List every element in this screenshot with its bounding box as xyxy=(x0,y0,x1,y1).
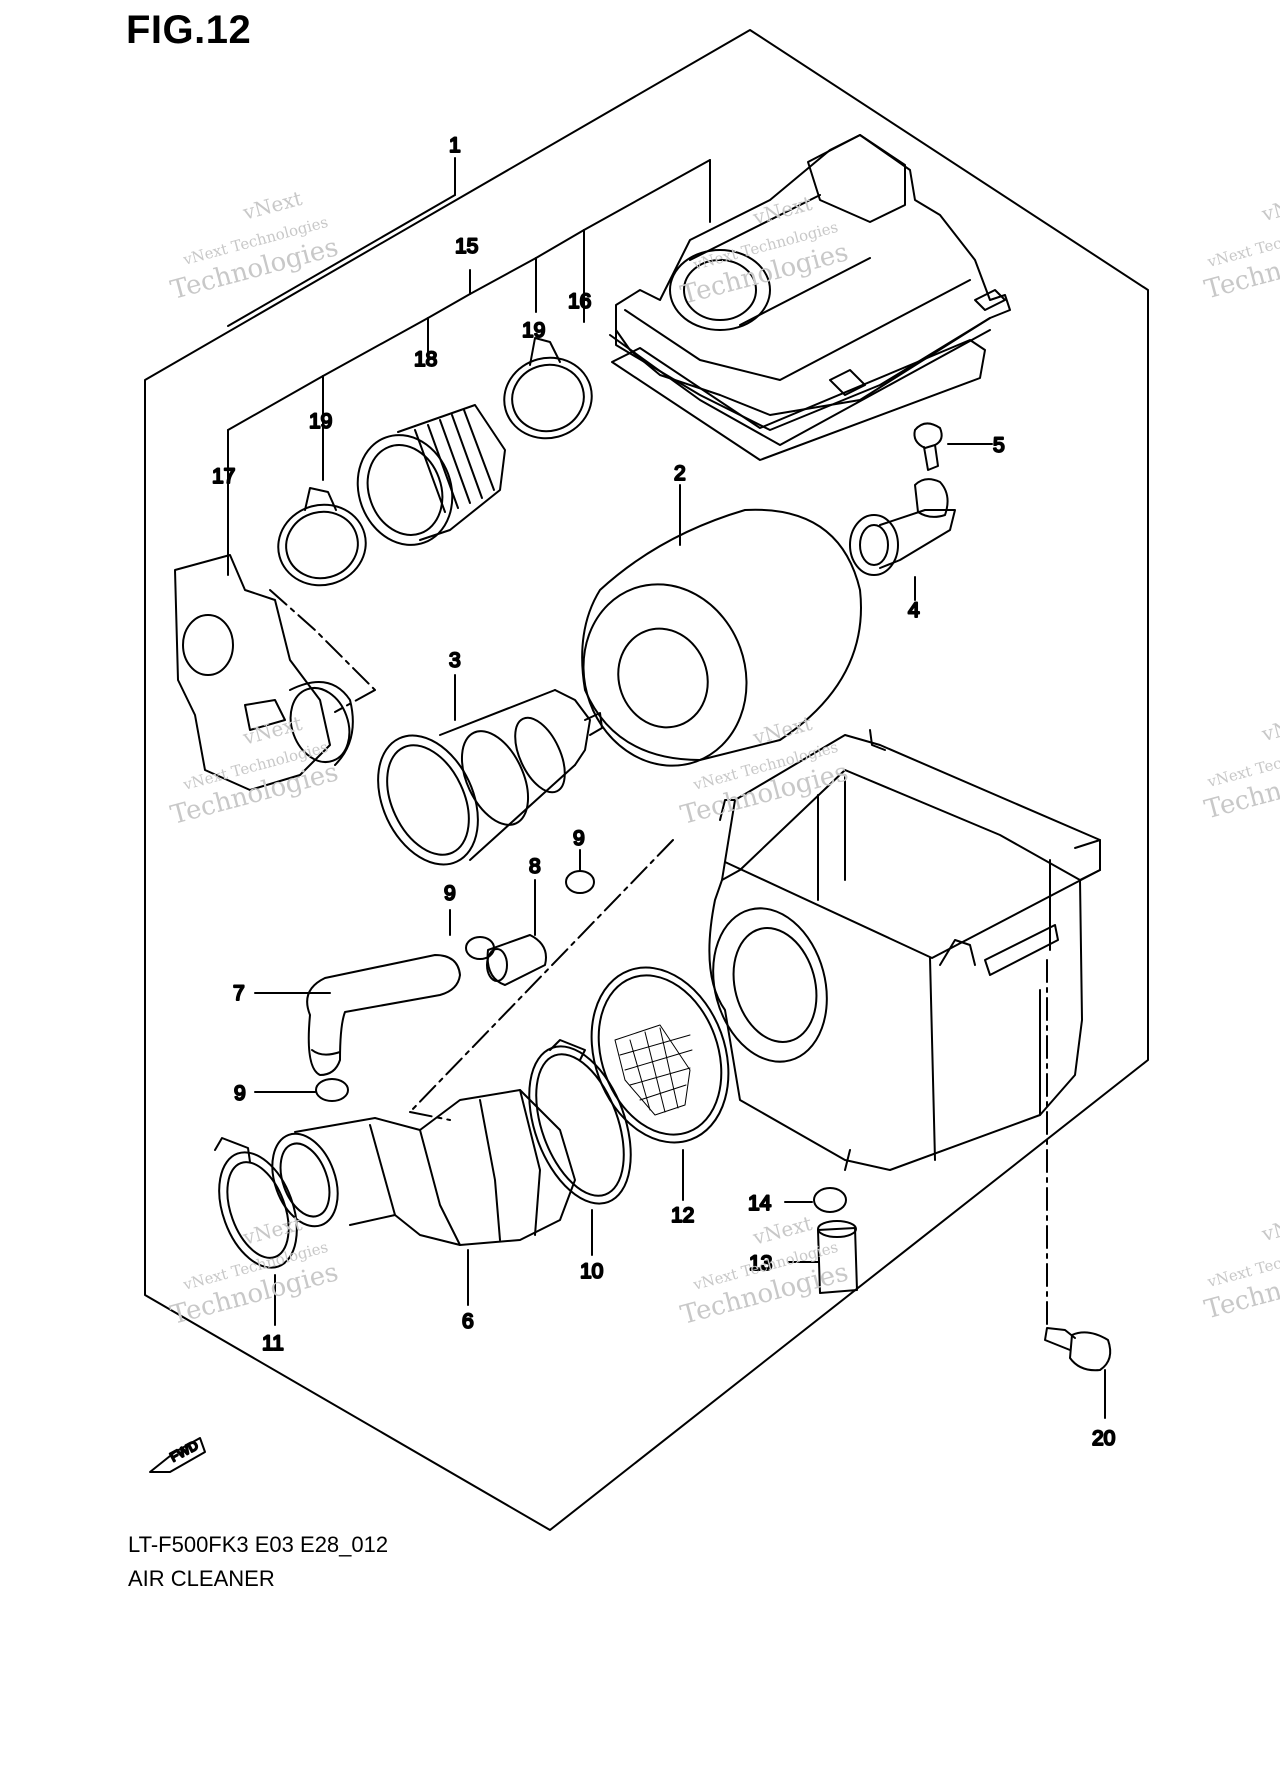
callout-6: 6 xyxy=(462,1310,474,1333)
callout-13: 13 xyxy=(749,1252,772,1275)
callout-9-upper: 9 xyxy=(573,827,585,850)
part-20-bolt xyxy=(1044,1327,1112,1372)
connector-dash-cage-joint xyxy=(409,839,674,1121)
callout-10: 10 xyxy=(580,1260,603,1283)
air-cleaner-case xyxy=(708,729,1101,1171)
callout-5: 5 xyxy=(993,434,1005,457)
callout-19-upper: 19 xyxy=(522,319,545,342)
part-17-inlet-duct xyxy=(174,554,354,791)
part-10-clamp-ring xyxy=(528,1039,632,1205)
callout-9-lower: 9 xyxy=(234,1082,246,1105)
part-19-clamp-lower xyxy=(277,487,367,587)
callout-12: 12 xyxy=(671,1204,694,1227)
callout-19-lower: 19 xyxy=(309,410,332,433)
fwd-label: FWD xyxy=(167,1438,200,1465)
callout-3: 3 xyxy=(449,649,461,672)
assembly-bracket-lines xyxy=(227,157,711,576)
watermark-brand: vNext xyxy=(239,186,304,225)
watermark-edge-brand: vNext xyxy=(1258,1207,1280,1246)
part-9-clip-upper xyxy=(565,870,595,894)
watermark-brand: vNext xyxy=(239,711,304,750)
watermark-brand: vNext xyxy=(749,191,814,230)
part-3-filter-cage xyxy=(377,689,603,866)
part-18-intake-boot xyxy=(356,404,506,546)
callout-9-mid: 9 xyxy=(444,882,456,905)
part-16-gasket xyxy=(611,339,986,461)
part-5-screw xyxy=(913,422,943,471)
watermark-edge-brand: vNext xyxy=(1258,707,1280,746)
callout-15: 15 xyxy=(455,235,478,258)
callout-17: 17 xyxy=(212,465,235,488)
part-13-drain-hose xyxy=(817,1220,858,1294)
callout-20: 20 xyxy=(1092,1427,1115,1450)
part-14-clip xyxy=(813,1187,847,1213)
watermark-brand: vNext xyxy=(749,1211,814,1250)
part-11-clamp xyxy=(214,1137,298,1269)
part-8-breather-pipe xyxy=(486,934,547,986)
part-9-clip-mid xyxy=(465,936,495,960)
callout-16: 16 xyxy=(568,290,591,313)
watermark-brand: vNext xyxy=(749,711,814,750)
watermark-edge-brand: vNext xyxy=(1258,187,1280,226)
part-7-breather-hose xyxy=(306,954,461,1076)
callout-7: 7 xyxy=(233,982,245,1005)
part-16-cleaner-cap xyxy=(609,134,1011,446)
part-4-drain-valve xyxy=(849,478,956,576)
callout-8: 8 xyxy=(529,855,541,878)
part-6-outlet-boot xyxy=(271,1089,576,1246)
figure-title: FIG.12 xyxy=(126,8,252,52)
part-9-clip-lower xyxy=(315,1078,349,1102)
callout-18: 18 xyxy=(414,348,437,371)
assembly-name: AIR CLEANER xyxy=(128,1566,275,1591)
callout-2: 2 xyxy=(674,462,686,485)
callout-11: 11 xyxy=(262,1332,284,1355)
part-12-screen xyxy=(590,966,730,1144)
part-2-filter-element xyxy=(581,508,862,767)
part-19-clamp-upper xyxy=(503,337,593,440)
callout-1: 1 xyxy=(449,134,461,157)
callout-14: 14 xyxy=(748,1192,772,1215)
connector-dash-17-19 xyxy=(269,589,376,713)
callout-4: 4 xyxy=(908,599,920,622)
model-code: LT-F500FK3 E03 E28_012 xyxy=(128,1532,389,1557)
fwd-arrow-icon xyxy=(149,1437,206,1473)
assembly-frame xyxy=(144,29,1149,1531)
